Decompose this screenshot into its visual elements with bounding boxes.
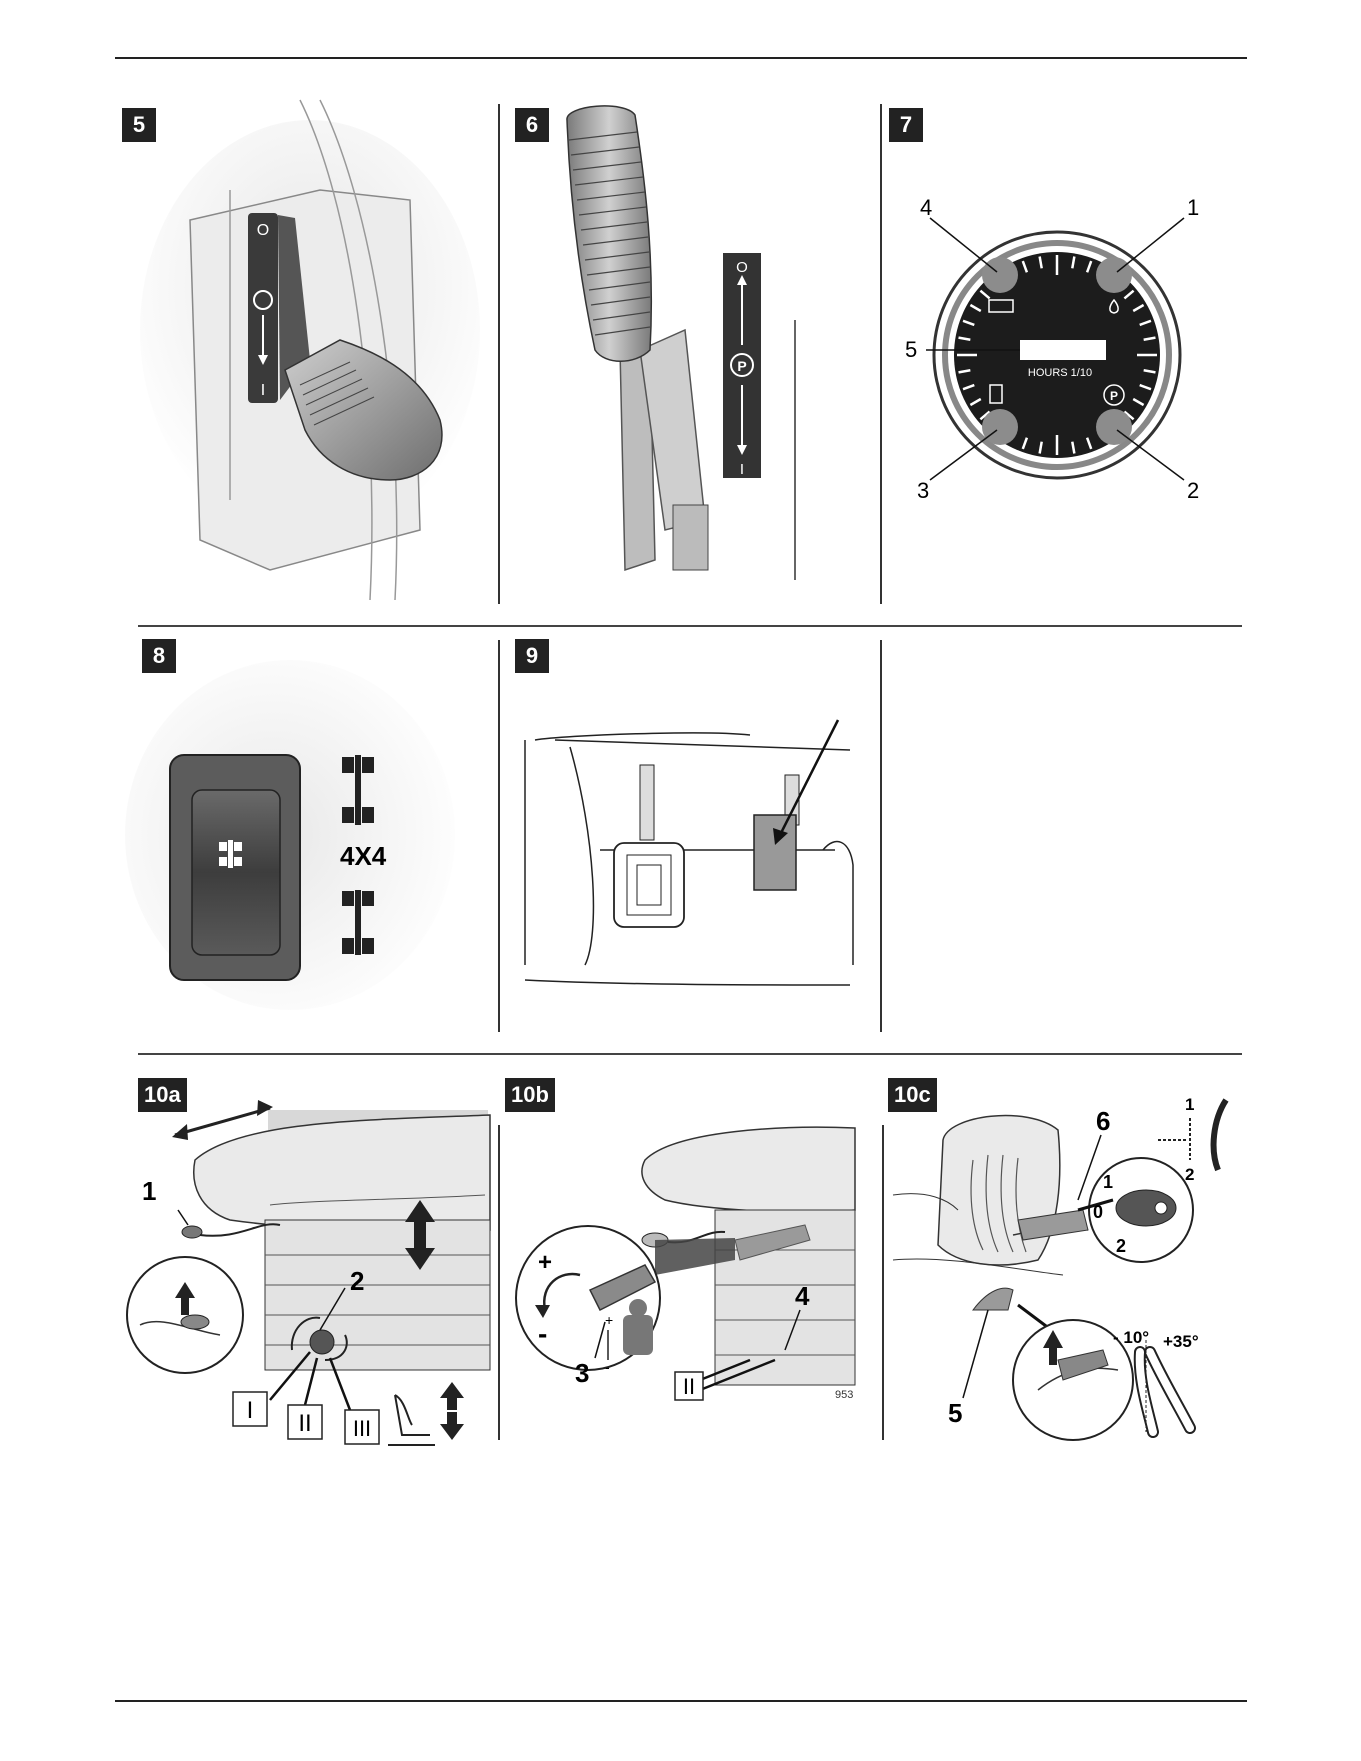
figure-10c: 10c 1 0 2 6 1 2 5 <box>888 1060 1248 1450</box>
figure-10b: 10b + - + - 3 4 II 953 <box>505 1060 880 1450</box>
dir-2: 2 <box>1185 1165 1194 1184</box>
parking-brake-lamp <box>1096 409 1132 445</box>
pedal-illustration <box>505 635 875 1030</box>
brake-pedal[interactable] <box>614 843 684 927</box>
figure-9: 9 <box>505 635 875 1030</box>
battery-warning-lamp <box>982 257 1018 293</box>
drive-switch-illustration: 4X4 <box>120 635 490 1030</box>
seat-adjustment-10a: 1 2 I II III <box>120 1060 495 1450</box>
oil-pressure-lamp <box>1096 257 1132 293</box>
position-II: II <box>683 1374 695 1399</box>
callout-6: 6 <box>1096 1106 1110 1136</box>
column-divider <box>880 640 882 1032</box>
backrest-profile-icon <box>1214 1100 1226 1170</box>
angle-plus: +35° <box>1163 1332 1199 1351</box>
callout-3: 3 <box>917 478 929 503</box>
rotary-2: 2 <box>1116 1236 1126 1256</box>
dir-1: 1 <box>1185 1095 1194 1114</box>
position-II: II <box>298 1410 311 1437</box>
off-label: I <box>261 382 265 399</box>
top-label: O <box>736 259 748 276</box>
svg-text:P: P <box>1110 389 1118 403</box>
column-divider <box>498 1125 500 1440</box>
fuel-lamp <box>982 409 1018 445</box>
callout-4: 4 <box>795 1281 810 1311</box>
position-I: I <box>247 1397 254 1424</box>
inching-pedal[interactable] <box>754 815 796 890</box>
seat-backrest <box>938 1116 1060 1265</box>
instrument-gauge: P HOURS 1/10 1 2 3 4 5 <box>887 100 1247 610</box>
brake-grip <box>567 106 651 361</box>
hours-label: HOURS 1/10 <box>1028 367 1092 379</box>
weight-icon <box>623 1315 653 1355</box>
seat-cushion <box>642 1127 855 1212</box>
bottom-label: I <box>740 461 744 478</box>
angle-minus: - 10° <box>1113 1328 1149 1347</box>
seat-adjustment-10b: + - + - 3 4 II 953 <box>505 1060 880 1450</box>
callout-1: 1 <box>1187 195 1199 220</box>
callout-5: 5 <box>948 1398 962 1428</box>
column-divider <box>880 104 882 604</box>
figure-8: 8 4X4 <box>120 635 490 1030</box>
callout-1: 1 <box>142 1176 156 1206</box>
callout-3: 3 <box>575 1358 589 1388</box>
mode-label: 4X4 <box>340 841 387 871</box>
lever-illustration: O I <box>120 100 490 610</box>
recline-lever[interactable] <box>973 1288 1013 1310</box>
row-separator-2 <box>138 1053 1242 1055</box>
callout-2: 2 <box>350 1266 364 1296</box>
column-divider <box>882 1125 884 1440</box>
callout-2: 2 <box>1187 478 1199 503</box>
seat-height-icon <box>395 1395 430 1435</box>
rocker-switch[interactable] <box>192 790 280 955</box>
svg-text:P: P <box>737 358 746 374</box>
rotary-0: 0 <box>1093 1202 1103 1222</box>
figure-code: 953 <box>835 1389 853 1401</box>
hour-meter-display <box>1020 340 1106 360</box>
on-label: O <box>257 222 269 239</box>
callout-5: 5 <box>905 337 917 362</box>
seat-adjustment-10c: 1 0 2 6 1 2 5 - 10° +35° <box>888 1060 1248 1450</box>
bottom-rule <box>115 1700 1247 1702</box>
figure-10a: 10a 1 2 I II III <box>120 1060 495 1450</box>
rotary-1: 1 <box>1103 1172 1113 1192</box>
row-separator-1 <box>138 625 1242 627</box>
seat-cushion <box>194 1115 490 1232</box>
minus-label: - <box>538 1318 547 1349</box>
plus-label: + <box>538 1249 552 1276</box>
lever-1[interactable] <box>182 1226 202 1238</box>
figure-7: 7 P HOURS 1/10 1 2 3 4 5 <box>887 100 1247 610</box>
column-divider <box>498 104 500 604</box>
column-divider <box>498 640 500 1032</box>
figure-6: 6 O P I <box>505 100 875 610</box>
knob-2[interactable] <box>310 1330 334 1354</box>
figure-5: 5 O I <box>120 100 490 610</box>
callout-4: 4 <box>920 195 932 220</box>
svg-text:-: - <box>605 1359 610 1375</box>
top-rule <box>115 57 1247 59</box>
double-arrow-icon <box>175 1108 270 1135</box>
svg-text:+: + <box>605 1312 613 1328</box>
handbrake-illustration: O P I <box>505 100 875 610</box>
position-III: III <box>353 1416 371 1441</box>
